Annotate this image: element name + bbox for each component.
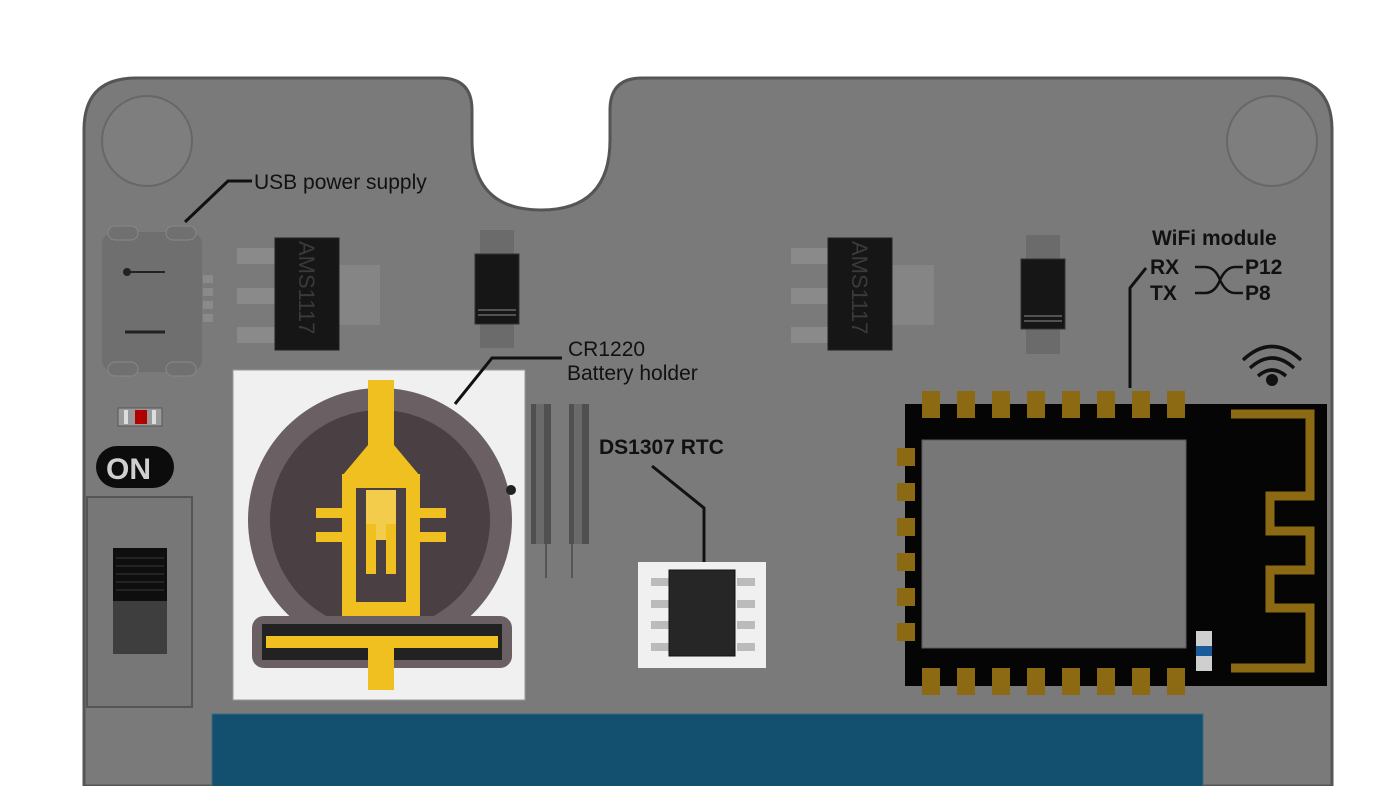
crystal-oscillator bbox=[531, 404, 589, 578]
battery-leader-line bbox=[453, 356, 562, 405]
wifi-pad-bottom bbox=[957, 668, 975, 695]
wifi-leader-line bbox=[1128, 267, 1148, 388]
wifi-pad-bottom bbox=[1132, 668, 1150, 695]
wifi-pad-top bbox=[1062, 391, 1080, 418]
regulator-1: AMS1117 bbox=[237, 237, 380, 351]
p8-label: P8 bbox=[1245, 282, 1271, 305]
tx-label: TX bbox=[1150, 282, 1177, 305]
wifi-pad-bottom bbox=[1097, 668, 1115, 695]
wifi-pad-side bbox=[897, 623, 915, 641]
rtc-chip bbox=[638, 562, 766, 668]
battery-label-line2: Battery holder bbox=[567, 362, 698, 385]
mounting-hole-left bbox=[101, 95, 193, 187]
rx-tx-crossover bbox=[1195, 265, 1243, 295]
wifi-pad-bottom bbox=[1062, 668, 1080, 695]
regulator-1-label: AMS1117 bbox=[294, 241, 319, 334]
usb-leader-line bbox=[183, 179, 252, 224]
wifi-pad-side bbox=[897, 553, 915, 571]
wifi-pad-top bbox=[1167, 391, 1185, 418]
diode-2 bbox=[1020, 235, 1066, 354]
power-led bbox=[117, 407, 163, 427]
wifi-pad-top bbox=[1027, 391, 1045, 418]
rtc-label: DS1307 RTC bbox=[599, 436, 724, 459]
battery-holder bbox=[232, 369, 526, 701]
rx-label: RX bbox=[1150, 256, 1179, 279]
usb-connector bbox=[102, 225, 213, 377]
power-switch[interactable] bbox=[86, 496, 193, 708]
wifi-pad-top bbox=[957, 391, 975, 418]
wifi-pad-side bbox=[897, 483, 915, 501]
regulator-2-label: AMS1117 bbox=[847, 241, 872, 334]
wifi-pad-bottom bbox=[922, 668, 940, 695]
wifi-pad-bottom bbox=[1167, 668, 1185, 695]
wifi-pad-side bbox=[897, 448, 915, 466]
wifi-pad-top bbox=[992, 391, 1010, 418]
wifi-icon bbox=[1241, 344, 1303, 386]
p12-label: P12 bbox=[1245, 256, 1282, 279]
regulator-2: AMS1117 bbox=[791, 237, 934, 351]
diode-1 bbox=[474, 230, 520, 348]
usb-label: USB power supply bbox=[254, 171, 427, 194]
wifi-pad-top bbox=[922, 391, 940, 418]
display-screen bbox=[211, 713, 1204, 786]
battery-label-line1: CR1220 bbox=[568, 338, 645, 361]
wifi-pad-top bbox=[1132, 391, 1150, 418]
wifi-module-label: WiFi module bbox=[1152, 227, 1277, 250]
on-label: ON bbox=[106, 453, 151, 486]
on-badge bbox=[96, 446, 174, 488]
wifi-pad-bottom bbox=[1027, 668, 1045, 695]
wifi-pad-top bbox=[1097, 391, 1115, 418]
mounting-hole-right bbox=[1226, 95, 1318, 187]
rtc-leader-line bbox=[651, 464, 706, 570]
wifi-pad-side bbox=[897, 588, 915, 606]
wifi-pad-bottom bbox=[992, 668, 1010, 695]
wifi-pad-side bbox=[897, 518, 915, 536]
wifi-module bbox=[897, 391, 1327, 695]
